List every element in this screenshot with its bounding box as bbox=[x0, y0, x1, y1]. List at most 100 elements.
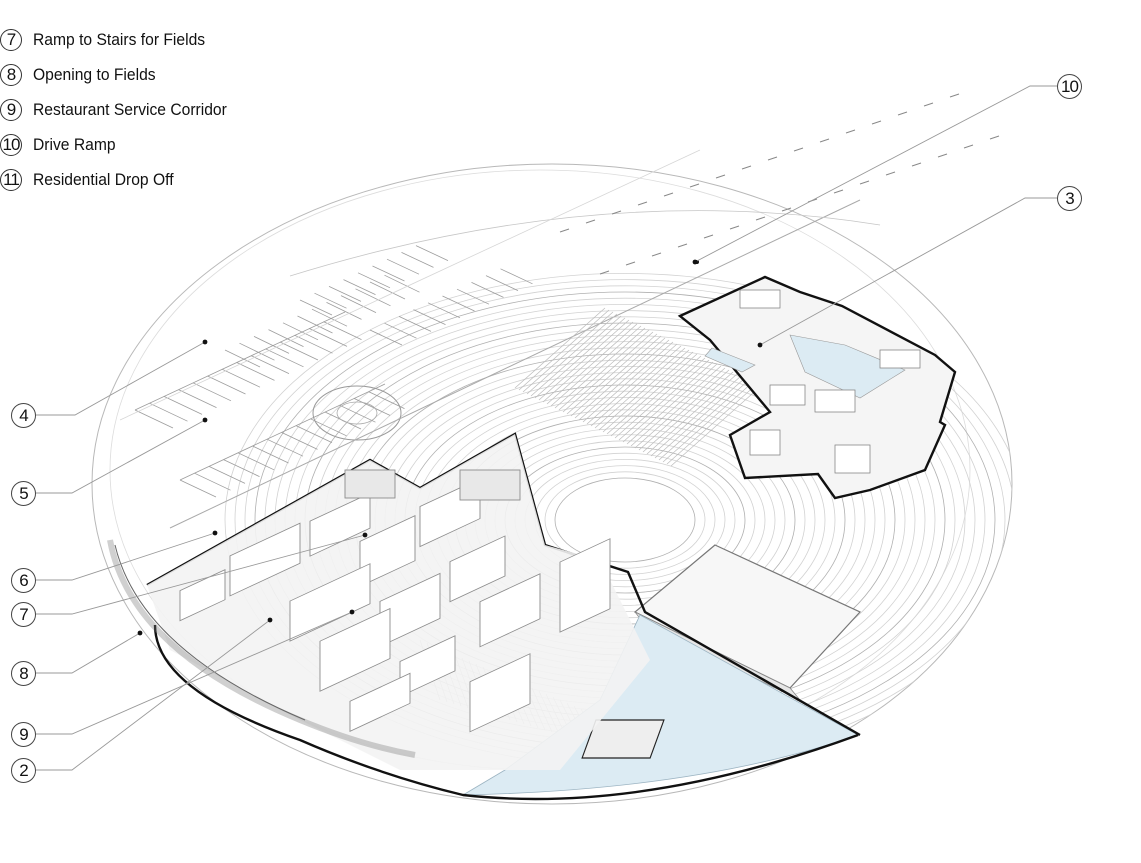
ramp-dash bbox=[663, 192, 674, 197]
parking-stall-line bbox=[236, 362, 275, 381]
ramp-dash bbox=[937, 153, 948, 158]
residential-room bbox=[834, 444, 871, 474]
parking-stall-line bbox=[357, 272, 391, 289]
parking-stall-line bbox=[194, 472, 231, 491]
stair-hatch-line bbox=[634, 367, 726, 449]
residential-room bbox=[814, 389, 856, 413]
parking-stall-line bbox=[265, 348, 304, 368]
parking-stall-line bbox=[328, 286, 362, 302]
parking-stall-line bbox=[253, 336, 290, 354]
parking-stall-line bbox=[179, 479, 217, 498]
parking-stall-line bbox=[250, 355, 290, 374]
callout-building: 2 bbox=[11, 758, 36, 783]
drive-edge bbox=[289, 210, 881, 277]
main-building-arc bbox=[153, 624, 859, 801]
ramp-dash bbox=[911, 162, 922, 167]
stair-hatch-line bbox=[642, 371, 734, 453]
parking-stall-line bbox=[266, 438, 304, 457]
stair-hatch-line bbox=[590, 345, 682, 427]
parking-stall-line bbox=[279, 341, 319, 361]
legend-number: 8 bbox=[0, 63, 22, 86]
stair-hatch-line bbox=[638, 369, 730, 451]
room-block bbox=[349, 672, 411, 732]
parking-stall-line bbox=[353, 398, 391, 416]
legend-item: 10 Drive Ramp bbox=[0, 127, 244, 162]
parking-aisle-line bbox=[179, 383, 386, 481]
parking-lot-markers bbox=[203, 260, 762, 422]
auditorium-seating bbox=[344, 469, 396, 499]
stair-hatch-line bbox=[598, 349, 690, 431]
skylight bbox=[581, 719, 665, 759]
parking-stall-line bbox=[207, 375, 246, 395]
room-block bbox=[319, 607, 391, 692]
residential-room bbox=[749, 429, 781, 456]
parking-stall-line bbox=[413, 309, 446, 325]
legend: 7 Ramp to Stairs for Fields 8 Opening to… bbox=[0, 22, 244, 197]
parking-stall-line bbox=[192, 382, 232, 402]
callout-leaders bbox=[36, 85, 1057, 771]
room-block bbox=[229, 522, 301, 597]
curved-facade-line bbox=[114, 544, 306, 721]
parking-stall-line bbox=[282, 322, 319, 341]
ramp-dash bbox=[767, 156, 778, 161]
room-block bbox=[559, 538, 611, 633]
residential-pool bbox=[704, 347, 756, 373]
amphitheater-ring bbox=[544, 471, 706, 569]
ramp-dash bbox=[689, 183, 700, 188]
parking-stall-line bbox=[294, 334, 333, 354]
parking-stall-line bbox=[369, 281, 406, 300]
parking-stall-line bbox=[252, 445, 289, 464]
parking-stall-line bbox=[485, 275, 519, 291]
stair-hatch-line bbox=[670, 385, 762, 467]
parking-stall-line bbox=[368, 391, 405, 409]
callout-ramp-to-stairs: 7 bbox=[11, 602, 36, 627]
building-rooms bbox=[179, 469, 611, 733]
stair-hatch-line bbox=[554, 327, 646, 409]
stair-hatch-line bbox=[562, 331, 654, 413]
legend-item: 7 Ramp to Stairs for Fields bbox=[0, 22, 244, 57]
stair-hatch-line bbox=[610, 355, 702, 437]
ramp-dash bbox=[923, 102, 934, 107]
ramp-dash bbox=[781, 207, 792, 212]
stair-hatch-line bbox=[658, 379, 750, 461]
ramp-dash bbox=[559, 228, 570, 233]
drive-edge bbox=[119, 149, 701, 421]
room-block bbox=[179, 569, 226, 622]
stair-hatch-line bbox=[618, 359, 710, 441]
legend-label: Residential Drop Off bbox=[33, 169, 174, 189]
ramp-dash bbox=[859, 180, 870, 185]
residential-room bbox=[739, 289, 781, 309]
stair-hatch-line bbox=[570, 335, 662, 417]
ramp-dash bbox=[793, 147, 804, 152]
parking-stall-line bbox=[384, 274, 420, 293]
ramp-dash bbox=[715, 174, 726, 179]
ramp-dash bbox=[755, 216, 766, 221]
parking-stall-line bbox=[178, 389, 217, 408]
parking-stall-line bbox=[311, 308, 348, 327]
stair-hatch-line bbox=[662, 381, 754, 463]
parking-stall-line bbox=[372, 265, 405, 282]
callout-entry-path: 6 bbox=[11, 568, 36, 593]
drive-edge bbox=[169, 199, 861, 529]
stair-hatch-line bbox=[582, 341, 674, 423]
callout-opening-to-fields: 8 bbox=[11, 661, 36, 686]
ramp-dash bbox=[963, 144, 974, 149]
legend-label: Opening to Fields bbox=[33, 64, 156, 84]
residential-block bbox=[677, 275, 957, 500]
residential-rooms bbox=[739, 289, 921, 474]
residential-room bbox=[769, 384, 806, 406]
stair-hatch-line bbox=[538, 319, 630, 401]
ramp-dash bbox=[845, 129, 856, 134]
stair-hatch-line bbox=[530, 315, 622, 397]
ramp-dash bbox=[819, 138, 830, 143]
parking-stall-line bbox=[221, 368, 261, 388]
parking-stall-line bbox=[224, 349, 261, 368]
callout-residential: 3 bbox=[1057, 186, 1082, 211]
legend-item: 11 Residential Drop Off bbox=[0, 162, 244, 197]
stair-hatch-line bbox=[650, 375, 742, 457]
parking-aisle-line bbox=[134, 311, 346, 411]
ramp-dash bbox=[585, 219, 596, 224]
stair-hatch-line bbox=[594, 347, 686, 429]
roundabout-island bbox=[336, 401, 378, 425]
